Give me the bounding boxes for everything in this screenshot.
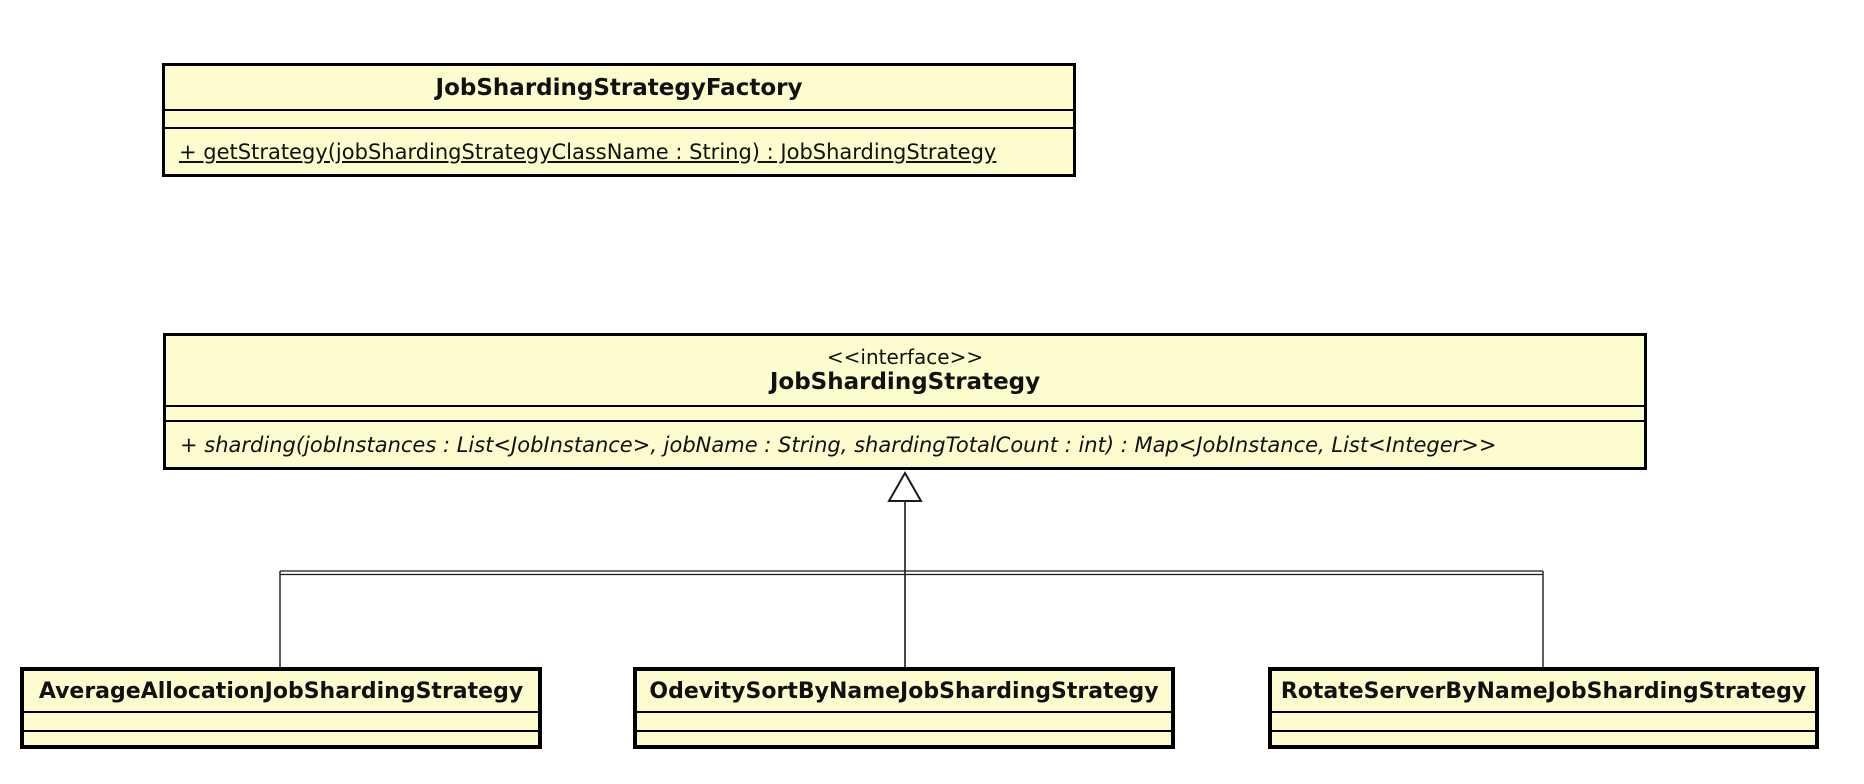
methods-compartment: + getStrategy(jobShardingStrategyClassNa… bbox=[165, 127, 1073, 174]
interface-title-compartment: <<interface>> JobShardingStrategy bbox=[166, 336, 1644, 405]
interface-name-label: JobShardingStrategy bbox=[769, 369, 1041, 395]
class-box-averageallocationjobshardingstrategy[interactable]: AverageAllocationJobShardingStrategy bbox=[20, 667, 542, 749]
interface-box-jobshardingstrategy[interactable]: <<interface>> JobShardingStrategy + shar… bbox=[163, 333, 1647, 470]
methods-compartment-empty bbox=[1272, 730, 1815, 745]
realization-triangle-icon bbox=[887, 470, 923, 502]
attributes-compartment-empty bbox=[637, 711, 1171, 730]
methods-compartment-empty bbox=[24, 730, 538, 745]
class-name-label: AverageAllocationJobShardingStrategy bbox=[38, 678, 524, 704]
class-box-odevitysortbynamejobshardingstrategy[interactable]: OdevitySortByNameJobShardingStrategy bbox=[633, 667, 1175, 749]
class-box-rotateserverbynamejobshardingstrategy[interactable]: RotateServerByNameJobShardingStrategy bbox=[1268, 667, 1819, 749]
attributes-compartment-empty bbox=[1272, 711, 1815, 730]
class-title-compartment: OdevitySortByNameJobShardingStrategy bbox=[637, 671, 1171, 711]
class-name-label: RotateServerByNameJobShardingStrategy bbox=[1280, 678, 1807, 704]
method-sharding-label: + sharding(jobInstances : List<JobInstan… bbox=[180, 432, 1497, 457]
class-title-compartment: AverageAllocationJobShardingStrategy bbox=[24, 671, 538, 711]
class-title-compartment: RotateServerByNameJobShardingStrategy bbox=[1272, 671, 1815, 711]
interface-stereotype-label: <<interface>> bbox=[826, 345, 984, 369]
method-getstrategy-label: + getStrategy(jobShardingStrategyClassNa… bbox=[179, 139, 997, 164]
methods-compartment-empty bbox=[637, 730, 1171, 745]
attributes-compartment-empty bbox=[24, 711, 538, 730]
class-name-label: OdevitySortByNameJobShardingStrategy bbox=[649, 678, 1159, 704]
class-box-jobshardingstrategyfactory[interactable]: JobShardingStrategyFactory + getStrategy… bbox=[162, 63, 1076, 177]
attributes-compartment-empty bbox=[165, 109, 1073, 127]
attributes-compartment-empty bbox=[166, 405, 1644, 420]
methods-compartment: + sharding(jobInstances : List<JobInstan… bbox=[166, 420, 1644, 467]
class-name-label: JobShardingStrategyFactory bbox=[435, 74, 803, 101]
class-title-compartment: JobShardingStrategyFactory bbox=[165, 66, 1073, 109]
